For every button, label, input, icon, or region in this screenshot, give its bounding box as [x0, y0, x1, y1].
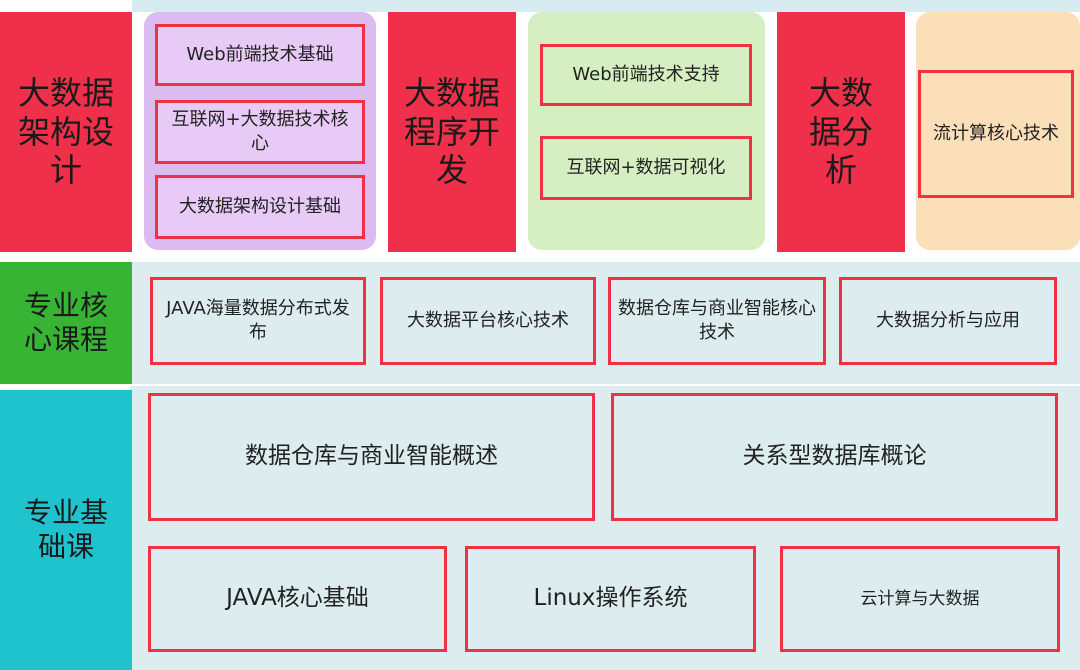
category-architecture: 大数据架构设计 [0, 12, 132, 252]
course-box: 大数据架构设计基础 [155, 175, 365, 239]
category-foundation-label: 专业基础课 [23, 496, 108, 563]
course-label: 大数据平台核心技术 [407, 309, 569, 331]
course-label: JAVA海量数据分布式发布 [166, 297, 350, 343]
top-band [132, 0, 1080, 12]
course-box: 数据仓库与商业智能核心技术 [608, 277, 826, 365]
course-box: JAVA海量数据分布式发布 [150, 277, 366, 365]
category-architecture-label: 大数据架构设计 [17, 74, 114, 190]
course-box: 互联网+数据可视化 [540, 136, 752, 200]
course-label: 大数据分析与应用 [876, 309, 1020, 331]
category-foundation: 专业基础课 [0, 390, 132, 670]
course-label: Linux操作系统 [533, 585, 688, 612]
course-box: 关系型数据库概论 [611, 393, 1058, 521]
course-box: 大数据分析与应用 [839, 277, 1057, 365]
course-label: Web前端技术基础 [186, 43, 334, 65]
course-box: 大数据平台核心技术 [380, 277, 596, 365]
category-program-dev: 大数据程序开发 [388, 12, 516, 252]
course-label: 大数据架构设计基础 [179, 195, 341, 217]
course-box: 流计算核心技术 [918, 70, 1074, 198]
category-core-courses-label: 专业核心课程 [23, 289, 108, 356]
course-box: JAVA核心基础 [148, 546, 447, 652]
course-box: 数据仓库与商业智能概述 [148, 393, 595, 521]
course-label: 数据仓库与商业智能核心技术 [618, 297, 816, 343]
course-box: Web前端技术基础 [155, 24, 365, 86]
course-box: Web前端技术支持 [540, 44, 752, 106]
course-box: 云计算与大数据 [780, 546, 1060, 652]
category-analysis: 大数据分析 [777, 12, 905, 252]
course-label: 关系型数据库概论 [742, 443, 927, 470]
category-program-dev-label: 大数据程序开发 [403, 74, 500, 190]
course-label: 互联网+大数据技术核心 [171, 108, 349, 154]
category-analysis-label: 大数据分析 [808, 74, 873, 190]
course-label: 云计算与大数据 [860, 588, 980, 609]
course-label: Web前端技术支持 [572, 63, 720, 85]
course-label: 互联网+数据可视化 [566, 156, 726, 178]
course-label: 数据仓库与商业智能概述 [245, 443, 498, 470]
course-box: 互联网+大数据技术核心 [155, 100, 365, 164]
course-label: JAVA核心基础 [226, 585, 369, 612]
category-core-courses: 专业核心课程 [0, 262, 132, 384]
course-box: Linux操作系统 [465, 546, 756, 652]
course-label: 流计算核心技术 [933, 122, 1059, 144]
